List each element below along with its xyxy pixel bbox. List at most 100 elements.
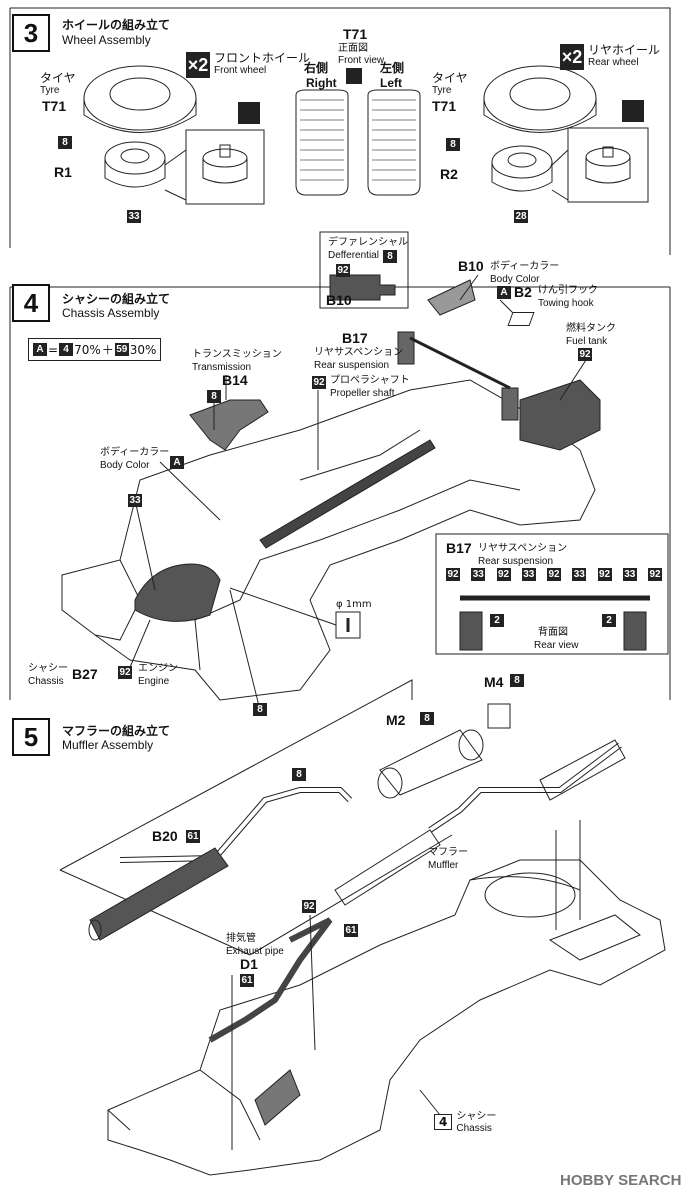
part-b14: B14 — [222, 372, 248, 388]
rear-tyre-jp: タイヤ — [432, 71, 468, 85]
front-wheel-en: Front wheel — [214, 65, 267, 76]
left-side-en: Left — [380, 76, 402, 90]
m2-code-8: 8 — [420, 712, 434, 725]
front-view-en: Front view — [338, 54, 384, 67]
front-tyre-jp: タイヤ — [40, 71, 76, 85]
muffler-jp: マフラー — [428, 847, 468, 858]
diff-code-92: 92 — [336, 264, 350, 277]
front-view-en-text: Front view — [338, 55, 385, 66]
diff-code-8: 8 — [383, 250, 397, 263]
rv-spring-right-code: 2 — [602, 614, 616, 627]
step-5-title-jp: マフラーの組み立て — [62, 724, 171, 738]
part-m2: M2 — [386, 712, 406, 728]
rv-code: 33 — [622, 568, 637, 581]
fuel-en: Fuel tank — [566, 336, 608, 347]
body-color-en: Body Color — [490, 274, 540, 285]
rv-code: 92 — [597, 568, 612, 581]
paint-mix-box: A = 4 70% ＋ 59 30% — [28, 338, 162, 361]
trans-en-wrap: Transmission — [192, 360, 251, 373]
rear-wheel-qty: ×2 — [560, 44, 584, 70]
chassis-ref-num: 4 — [434, 1114, 453, 1130]
trans-jp: トランスミッション — [192, 349, 282, 360]
rear-view-en: Rear view — [534, 640, 579, 651]
tow-jp: けん引フック — [538, 285, 598, 296]
front-tyre-drawing — [83, 65, 197, 133]
b20-code-61: 61 — [186, 830, 200, 843]
part-r2: R2 — [440, 166, 458, 182]
caution-icon-tread — [346, 68, 362, 84]
body2-paint-a: A — [170, 456, 184, 469]
diff-jp: デファレンシャル — [328, 237, 408, 248]
engine-en: Engine — [138, 676, 170, 687]
part-b20: B20 — [152, 828, 178, 844]
front-wheel-qty: ×2 — [186, 52, 210, 78]
body2-en: Body Color — [100, 460, 150, 471]
paint-plus: ＋ — [101, 343, 114, 357]
body-color-en-wrap: Body Color — [490, 272, 539, 285]
rear-tyre-en: Tyre — [432, 85, 452, 96]
front-wheel-jp: フロントホイール — [214, 51, 311, 65]
chassis-code-33: 33 — [128, 494, 142, 507]
exh-code-61: 61 — [344, 924, 358, 937]
diff-part-b10: B10 — [326, 292, 352, 308]
rv-code: 92 — [446, 568, 460, 581]
part-b10: B10 — [458, 258, 484, 274]
rv-code: 33 — [471, 568, 486, 581]
rv-spring-left-code: 2 — [490, 614, 504, 627]
front-tyre-label: タイヤ Tyre — [40, 71, 76, 97]
part-d1: D1 — [240, 956, 258, 972]
trans-en: Transmission — [192, 362, 252, 373]
rear-view-rsus-jp: リヤサスペンション — [478, 543, 568, 554]
diff-en-wrap: Defferential — [328, 248, 379, 261]
exh-en: Exhaust pipe — [226, 946, 284, 957]
engine-en-wrap: Engine — [138, 674, 169, 687]
muffler-en-wrap: Muffler — [428, 858, 458, 871]
tow-en-wrap: Towing hook — [538, 296, 594, 309]
rv-code: 33 — [572, 568, 587, 581]
rear-wheel-en: Rear wheel — [588, 57, 639, 68]
fuel-jp: 燃料タンク — [566, 323, 616, 334]
paint-a: A — [33, 343, 47, 356]
step-3-title-jp: ホイールの組み立て — [62, 18, 171, 32]
right-side-jp: 右側 — [304, 61, 329, 75]
m4-code-8: 8 — [510, 674, 524, 687]
step-4-title-jp: シャシーの組み立て — [62, 292, 171, 306]
chassis-ref-en: Chassis — [456, 1123, 492, 1134]
caution-icon-front — [238, 102, 260, 124]
step-3-title-en: Wheel Assembly — [62, 33, 151, 47]
rear-view-rsus-en-wrap: Rear suspension — [478, 554, 553, 567]
rear-view-b17: B17 — [446, 540, 472, 556]
rsus-jp: リヤサスペンション — [314, 347, 404, 358]
engine-code-92: 92 — [118, 666, 132, 679]
front-view-part: T71 — [343, 26, 368, 42]
rear-view-rsus-en: Rear suspension — [478, 556, 554, 567]
muffler-en: Muffler — [428, 860, 459, 871]
prop-code-92: 92 — [312, 376, 326, 389]
rear-view-codes: 92 33 92 33 92 33 92 33 92 — [446, 568, 662, 581]
left-side-jp: 左側 — [380, 61, 405, 75]
front-wheel-label: フロントホイール Front wheel — [214, 51, 311, 77]
front-tyre-part: T71 — [42, 98, 67, 114]
caution-icon-rear — [622, 100, 644, 122]
rv-code: 92 — [496, 568, 511, 581]
part-b17: B17 — [342, 330, 368, 346]
rsus-en: Rear suspension — [314, 360, 390, 371]
exh-jp: 排気管 — [226, 933, 256, 944]
rear-tyre-label: タイヤ Tyre — [432, 71, 468, 97]
front-code-8: 8 — [58, 136, 72, 149]
paint-70: 70% — [74, 342, 101, 357]
exh-code-92: 92 — [302, 900, 316, 913]
tow-paint-a: A — [497, 286, 511, 299]
fuel-en-wrap: Fuel tank — [566, 334, 607, 347]
bottom-code-8: 8 — [253, 703, 267, 716]
rear-wheel-jp: リヤホイール — [588, 43, 661, 57]
prop-en: Propeller shaft — [330, 388, 395, 399]
engine-jp: エンジン — [138, 663, 178, 674]
diff-en: Defferential — [328, 250, 379, 261]
paint-30: 30% — [129, 342, 157, 357]
tow-en: Towing hook — [538, 298, 594, 309]
part-r1: R1 — [54, 164, 72, 180]
body2-jp: ボディーカラー — [100, 447, 170, 458]
chassis-jp: シャシー — [28, 663, 68, 674]
